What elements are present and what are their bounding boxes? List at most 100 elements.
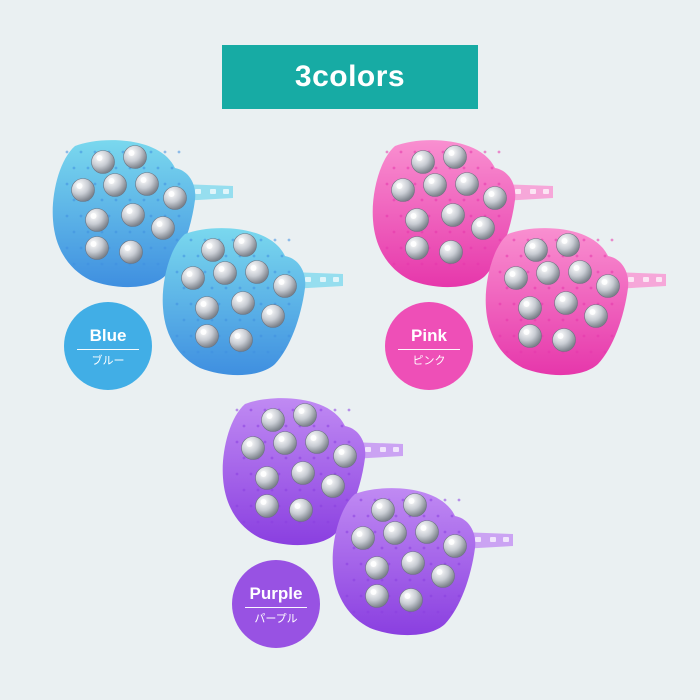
texture-dot xyxy=(526,238,530,242)
texture-dot xyxy=(259,334,263,338)
texture-dot xyxy=(182,350,186,354)
texture-dot xyxy=(505,254,509,258)
strap-hole xyxy=(393,447,399,452)
texture-dot xyxy=(436,514,440,518)
texture-dot xyxy=(448,230,452,234)
roller-ball xyxy=(245,260,269,284)
texture-dot xyxy=(512,302,516,306)
texture-dot xyxy=(422,610,426,614)
texture-dot xyxy=(392,198,396,202)
roller-ball-highlight xyxy=(140,177,147,183)
texture-dot xyxy=(385,150,389,154)
roller-ball xyxy=(85,236,109,260)
texture-dot xyxy=(443,594,447,598)
texture-dot xyxy=(280,350,284,354)
roller-ball-highlight xyxy=(523,301,530,307)
roller-ball xyxy=(231,291,255,315)
roller-ball-highlight xyxy=(96,155,103,161)
texture-dot xyxy=(385,182,389,186)
roller-ball-highlight xyxy=(436,569,443,575)
badge-label-en: Purple xyxy=(249,583,303,603)
texture-dot xyxy=(512,238,516,242)
texture-dot xyxy=(505,350,509,354)
texture-dot xyxy=(352,514,356,518)
texture-dot xyxy=(65,246,69,250)
texture-dot xyxy=(385,246,389,250)
texture-dot xyxy=(582,302,586,306)
texture-dot xyxy=(610,334,614,338)
roller-ball-highlight xyxy=(448,150,455,156)
massage-mitt-blue-2 xyxy=(162,228,343,376)
roller-ball xyxy=(91,150,115,174)
texture-dot xyxy=(142,262,146,266)
roller-ball-highlight xyxy=(246,441,253,447)
texture-dot xyxy=(434,198,438,202)
roller-ball xyxy=(103,173,127,197)
texture-dot xyxy=(128,230,132,234)
color-badge-pink: Pink ピンク xyxy=(385,302,473,390)
texture-dot xyxy=(252,350,256,354)
roller-ball xyxy=(201,238,225,262)
texture-dot xyxy=(380,578,384,582)
roller-ball xyxy=(431,564,455,588)
roller-ball-highlight xyxy=(559,296,566,302)
strap-hole xyxy=(490,537,496,542)
texture-dot xyxy=(443,530,447,534)
texture-dot xyxy=(462,166,466,170)
roller-ball xyxy=(255,466,279,490)
texture-dot xyxy=(610,238,614,242)
texture-dot xyxy=(575,318,579,322)
roller-ball-highlight xyxy=(294,503,301,509)
roller-ball xyxy=(123,145,147,169)
texture-dot xyxy=(256,520,260,524)
texture-dot xyxy=(603,254,607,258)
roller-ball-highlight xyxy=(529,243,536,249)
texture-dot xyxy=(429,562,433,566)
texture-dot xyxy=(547,286,551,290)
texture-dot xyxy=(462,262,466,266)
texture-dot xyxy=(422,578,426,582)
texture-dot xyxy=(128,198,132,202)
texture-dot xyxy=(266,350,270,354)
texture-dot xyxy=(72,198,76,202)
roller-ball xyxy=(305,430,329,454)
texture-dot xyxy=(284,424,288,428)
roller-ball-highlight xyxy=(186,271,193,277)
texture-dot xyxy=(177,150,181,154)
texture-dot xyxy=(497,214,501,218)
texture-dot xyxy=(436,610,440,614)
roller-ball-highlight xyxy=(428,178,435,184)
roller-ball xyxy=(443,534,467,558)
roller-ball xyxy=(403,493,427,517)
roller-ball xyxy=(181,266,205,290)
roller-ball xyxy=(261,304,285,328)
texture-dot xyxy=(366,514,370,518)
roller-ball-highlight xyxy=(388,526,395,532)
texture-dot xyxy=(450,514,454,518)
strap-hole xyxy=(365,447,371,452)
roller-ball xyxy=(365,584,389,608)
texture-dot xyxy=(497,150,501,154)
texture-dot xyxy=(373,498,377,502)
texture-dot xyxy=(252,254,256,258)
texture-dot xyxy=(380,610,384,614)
texture-dot xyxy=(312,488,316,492)
strap-hole xyxy=(628,277,634,282)
strap-hole xyxy=(210,189,216,194)
texture-dot xyxy=(498,238,502,242)
texture-dot xyxy=(469,150,473,154)
texture-dot xyxy=(347,440,351,444)
texture-dot xyxy=(170,166,174,170)
roller-ball xyxy=(351,526,375,550)
texture-dot xyxy=(589,350,593,354)
texture-dot xyxy=(434,262,438,266)
roller-ball-highlight xyxy=(476,221,483,227)
texture-dot xyxy=(252,318,256,322)
texture-dot xyxy=(175,270,179,274)
texture-dot xyxy=(177,182,181,186)
texture-dot xyxy=(366,610,370,614)
roller-ball-highlight xyxy=(218,266,225,272)
strap-hole xyxy=(380,447,386,452)
texture-dot xyxy=(149,246,153,250)
